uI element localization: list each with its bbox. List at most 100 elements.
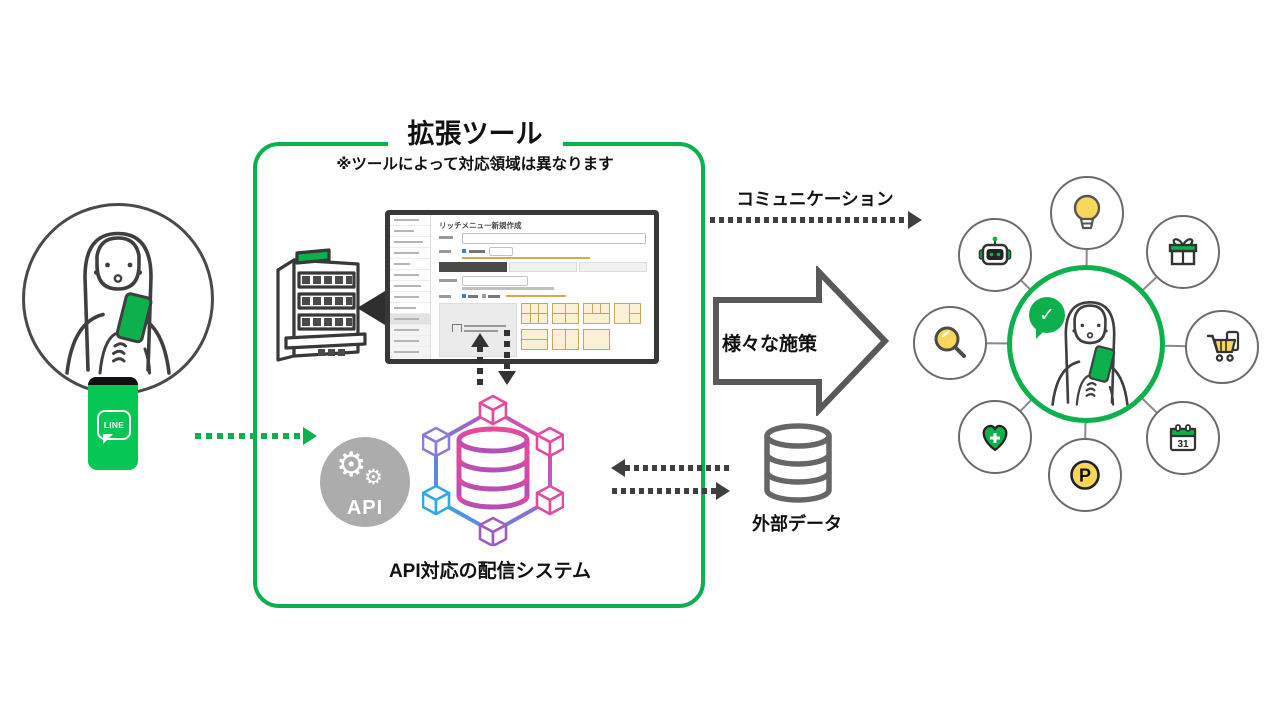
arrow-to-building <box>357 291 385 325</box>
option-text <box>469 250 485 253</box>
line-logo-bubble: LINE <box>97 410 131 444</box>
external-data-label: 外部データ <box>752 514 842 534</box>
placeholder-text-line <box>394 251 420 255</box>
form-label <box>439 295 451 298</box>
admin-sidebar <box>390 215 431 359</box>
dotted-arrow-up <box>477 346 483 390</box>
tab <box>509 262 577 272</box>
placeholder-text-line <box>394 284 421 288</box>
sidebar-item <box>390 270 430 281</box>
sidebar-item <box>390 248 430 259</box>
woman-line-art <box>28 214 208 394</box>
heart-node <box>958 400 1032 474</box>
phone-status-bar <box>88 377 138 385</box>
rich-menu-template-thumb <box>521 303 548 324</box>
user-illustration <box>22 203 214 395</box>
measures-arrow <box>713 266 890 416</box>
rich-menu-template-thumb <box>614 303 641 324</box>
placeholder-text-line <box>394 240 423 244</box>
calendar-day-text: 31 <box>1177 439 1189 450</box>
building-icon <box>276 248 367 362</box>
api-badge-text: API <box>346 497 384 519</box>
measures-label: 様々な施策 <box>722 334 818 355</box>
gear-icon: ⚙ <box>336 446 367 484</box>
cube-node <box>478 394 508 426</box>
communication-dotted-arrow <box>710 217 908 223</box>
database-icon <box>764 423 832 503</box>
lightbulb-icon <box>1073 194 1101 230</box>
placeholder-text-line <box>394 328 420 332</box>
heart-plus-icon <box>982 424 1008 452</box>
dotted-arrow-down <box>504 330 510 372</box>
text-input <box>462 276 528 286</box>
form-label <box>439 279 457 282</box>
placeholder-text-line <box>394 218 420 222</box>
point-letter-text: P <box>1079 466 1091 486</box>
gear-icon: ⚙ <box>364 466 383 489</box>
api-system-label: API対応の配信システム <box>388 561 592 582</box>
sidebar-item <box>390 281 430 292</box>
tab-bar <box>439 262 647 272</box>
sidebar-item <box>390 303 430 314</box>
customer-center-circle <box>1007 265 1165 423</box>
cart-icon <box>1206 330 1240 362</box>
placeholder-text-line <box>464 330 498 332</box>
radio <box>482 294 486 298</box>
warning-caption <box>506 295 566 297</box>
placeholder-text-line <box>394 262 411 266</box>
rich-menu-template-thumb <box>552 303 579 324</box>
check-icon: ✓ <box>1029 297 1065 339</box>
sidebar-item <box>390 237 430 248</box>
admin-screen-content: リッチメニュー新規作成 <box>390 215 654 359</box>
placeholder-text-line <box>464 325 506 327</box>
rich-menu-template-thumb <box>521 329 548 350</box>
line-logo-text: LINE <box>103 420 125 430</box>
tab-selected <box>439 262 507 272</box>
data-in-dotted-arrow <box>625 465 729 471</box>
extension-box-title: 拡張ツール <box>253 112 697 151</box>
lightbulb-node <box>1050 176 1124 250</box>
rich-menu-templates <box>521 303 651 357</box>
calendar-icon: 31 <box>1169 424 1197 452</box>
radio-text <box>468 295 478 298</box>
screen-title: リッチメニュー新規作成 <box>439 221 522 230</box>
robot-icon <box>978 236 1012 266</box>
calendar-node: 31 <box>1146 401 1220 475</box>
placeholder-text-line <box>394 273 420 277</box>
green-dotted-arrow <box>195 433 303 439</box>
gift-node <box>1146 215 1220 289</box>
extension-box-note: ※ツールによって対応領域は異なります <box>336 156 614 173</box>
placeholder-text-line <box>394 339 420 343</box>
checkbox <box>462 249 466 253</box>
placeholder-text-line <box>394 295 420 299</box>
sidebar-item <box>390 215 430 226</box>
rich-menu-template-thumb <box>583 329 610 350</box>
placeholder-text-line <box>394 350 420 354</box>
form-label <box>439 250 451 253</box>
rich-menu-template-thumb <box>583 303 610 324</box>
sidebar-subitem <box>390 347 430 358</box>
communication-label: コミュニケーション <box>736 189 894 209</box>
delivery-system-icon <box>422 394 564 546</box>
select-box <box>489 247 513 256</box>
sidebar-item <box>390 292 430 303</box>
radio-selected <box>462 294 466 298</box>
tab <box>579 262 647 272</box>
search-icon <box>934 326 966 358</box>
sidebar-item <box>390 226 430 237</box>
cart-node <box>1185 310 1259 384</box>
placeholder-text-line <box>394 229 414 233</box>
point-node: P <box>1048 438 1122 512</box>
gift-icon <box>1168 238 1198 266</box>
robot-node <box>958 218 1032 292</box>
redo-arrow-icon <box>452 324 462 332</box>
search-node <box>913 306 987 380</box>
radio-text <box>488 295 500 298</box>
sidebar-item <box>390 259 430 270</box>
rich-menu-template-thumb <box>552 329 579 350</box>
admin-screen: リッチメニュー新規作成 <box>385 210 659 364</box>
form-label <box>439 236 453 239</box>
sidebar-subitem <box>390 325 430 336</box>
sidebar-item-active <box>390 314 430 325</box>
